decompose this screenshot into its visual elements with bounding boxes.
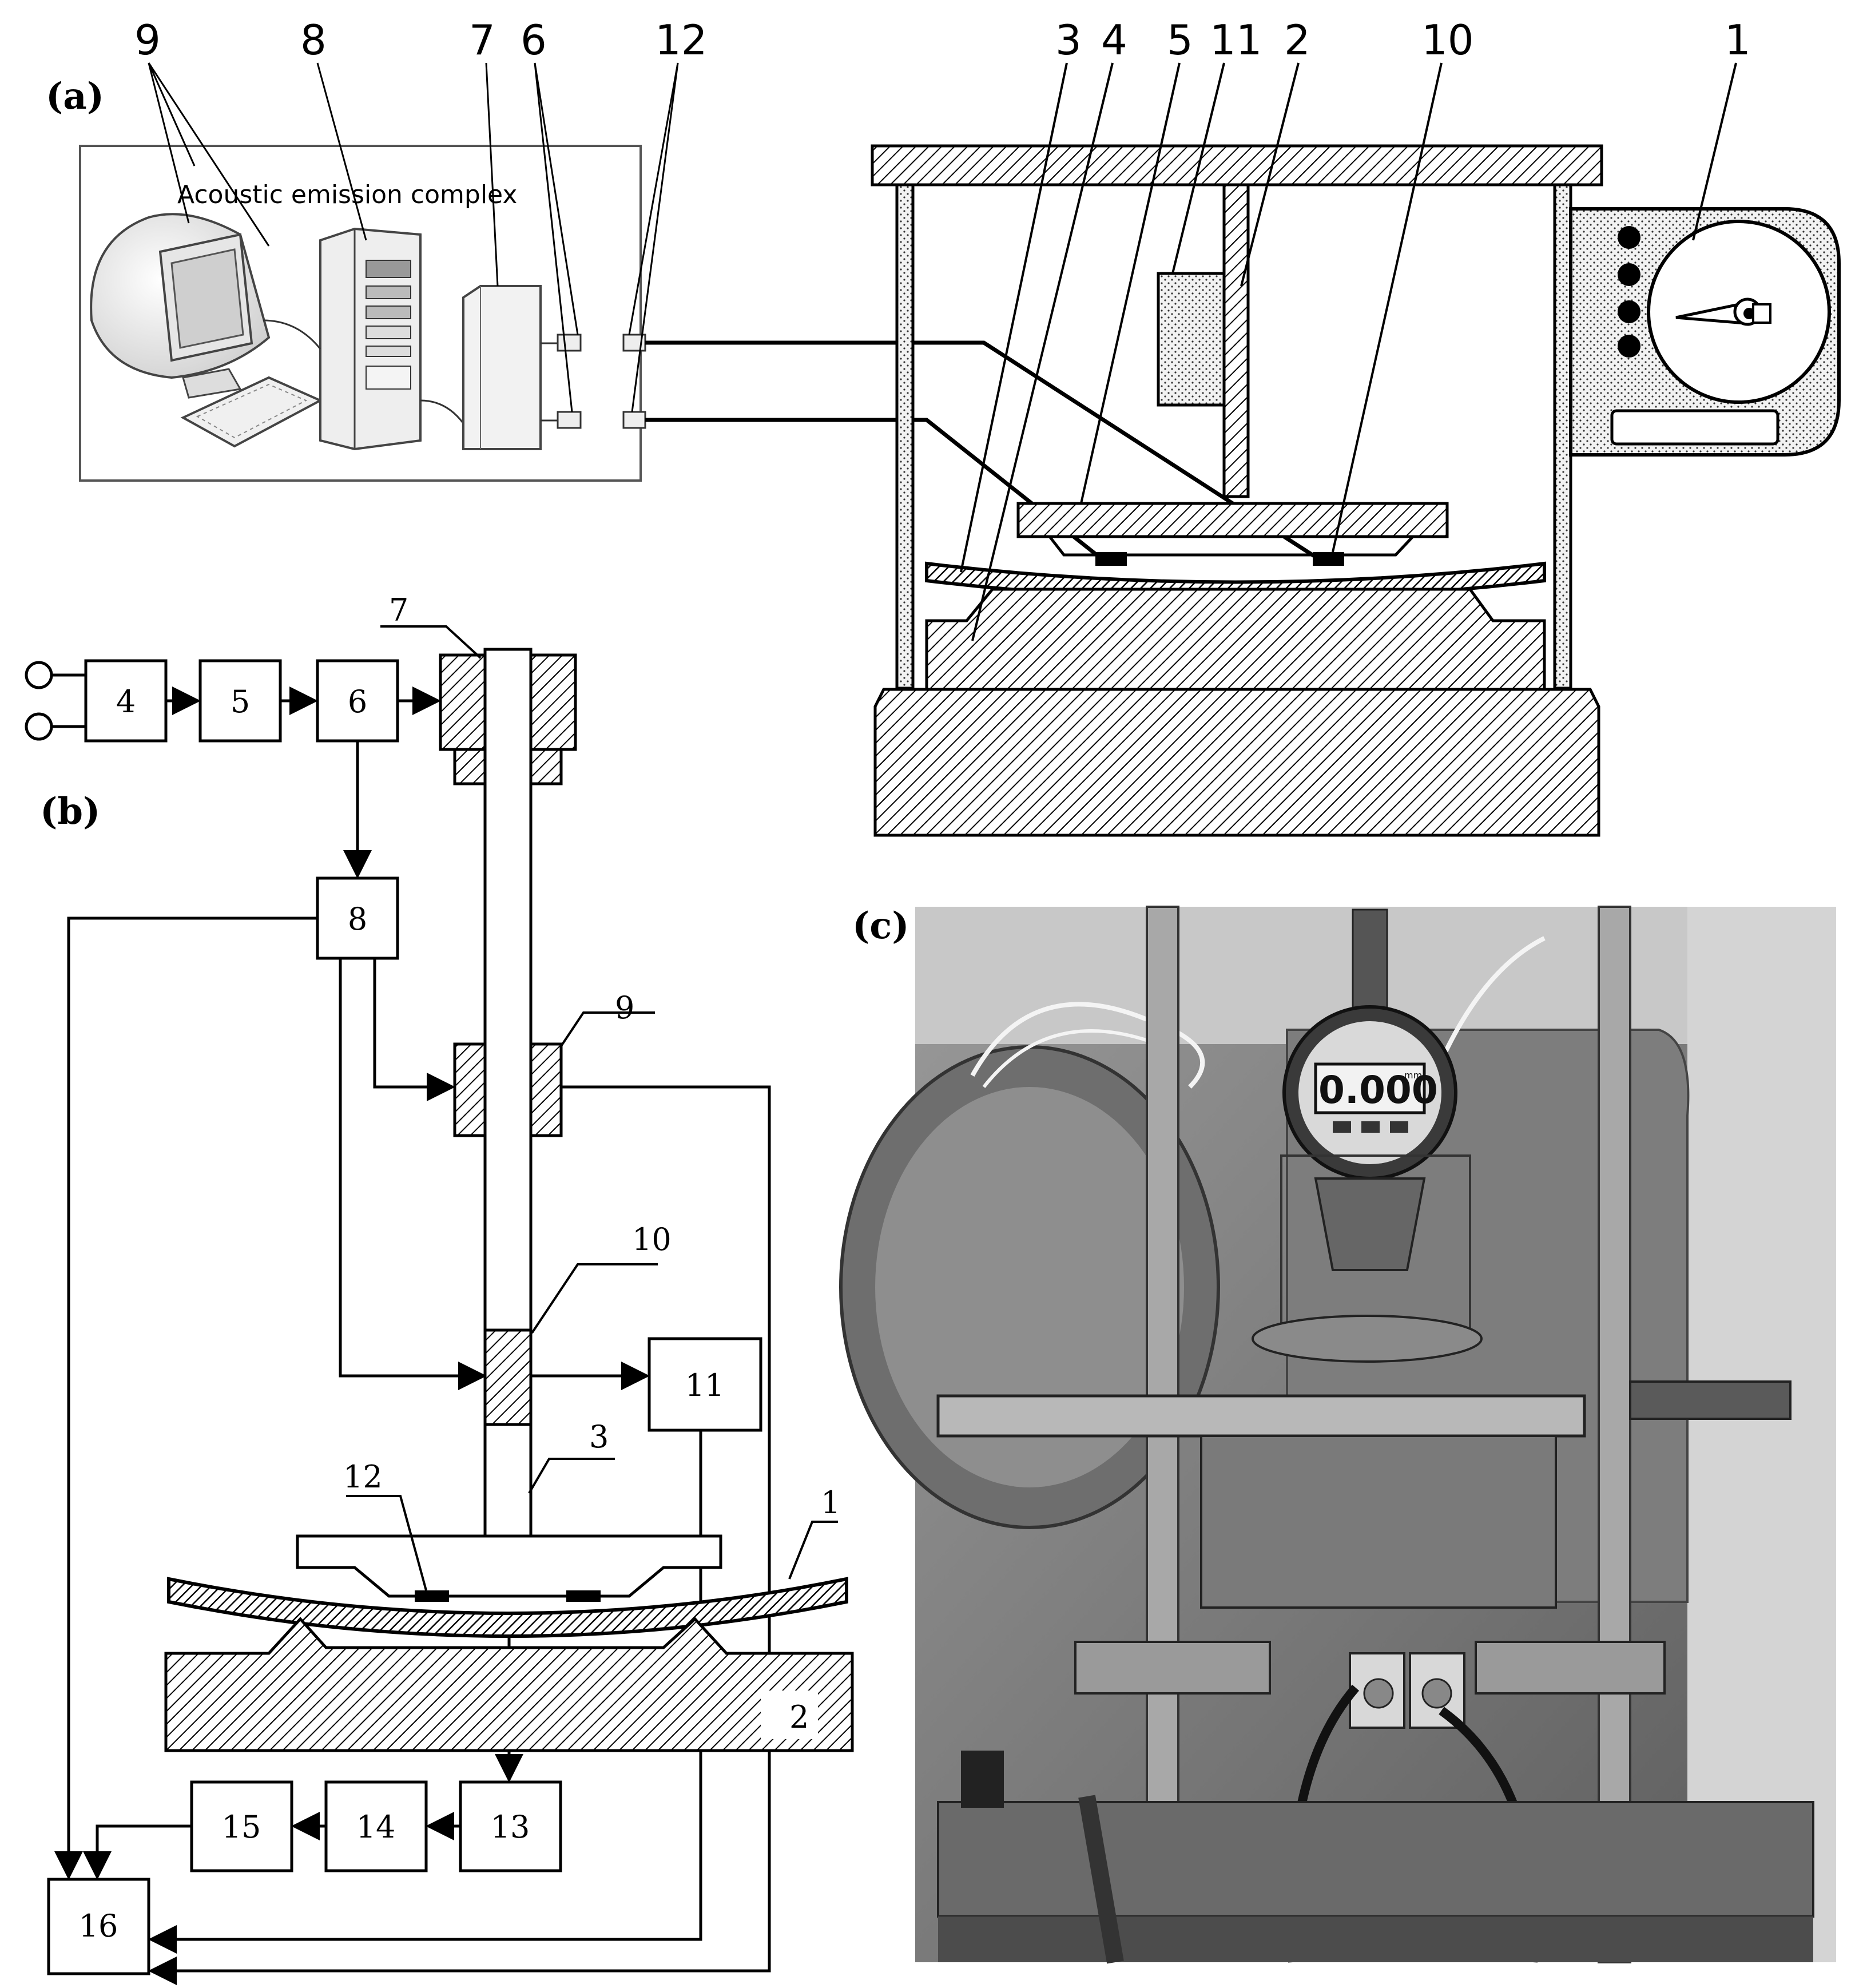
photo-rod-right	[1598, 906, 1631, 1963]
block-13	[459, 1780, 562, 1872]
panel-a: (a) 9 8 7 6 12 3 4 5 11 2 10 1 Acoustic …	[46, 16, 1841, 837]
block-16-label: 16	[79, 1908, 118, 1944]
block-11-label: 11	[685, 1367, 725, 1403]
block-13-label: 13	[491, 1809, 530, 1845]
callout-2: 2	[1284, 16, 1310, 64]
lower-support	[925, 588, 1546, 691]
input-terminal-top	[25, 661, 53, 689]
block-16	[47, 1878, 150, 1975]
callout-8: 8	[300, 16, 327, 64]
signal-arrows	[54, 687, 771, 1985]
callout-b-1: 1	[821, 1485, 840, 1521]
panel-c: (c) 0.000 mm	[839, 904, 1836, 1964]
panel-b-callouts: 7 9 10 3 12 1 2	[343, 592, 840, 1735]
base-2-label-bg	[761, 1691, 818, 1739]
callout-b-12: 12	[343, 1459, 383, 1495]
machine-base	[873, 688, 1600, 837]
callout-12: 12	[655, 16, 708, 64]
block-15	[190, 1780, 293, 1872]
loading-rod-2	[1222, 183, 1250, 498]
block-8	[316, 876, 399, 960]
element-7-foot-left	[453, 748, 487, 785]
pc-cable	[420, 399, 464, 424]
element-9-right	[529, 1042, 563, 1137]
upper-punch-legs	[1048, 535, 1414, 557]
element-10	[483, 1328, 533, 1426]
indicator-display	[1314, 1062, 1426, 1114]
callout-9: 9	[134, 16, 161, 64]
panel-b-leader-lines	[346, 625, 838, 1591]
ae-sensor-right	[1313, 552, 1344, 566]
element-7-foot-right	[529, 748, 563, 785]
callout-3: 3	[1055, 16, 1082, 64]
panel-a-leader-lines	[148, 62, 679, 412]
machine-leader-lines	[960, 62, 1737, 641]
photo-beam	[936, 1394, 1586, 1438]
punch-b	[296, 1534, 722, 1598]
panel-c-label: (c)	[852, 904, 909, 947]
callout-5: 5	[1167, 16, 1193, 64]
block-14-label: 14	[356, 1809, 396, 1845]
callout-11: 11	[1210, 16, 1262, 64]
indicator-unit: mm	[1404, 1070, 1422, 1081]
monitor-icon	[90, 213, 271, 399]
block-6-label: 6	[348, 684, 367, 720]
computer-tower-icon	[319, 227, 422, 451]
callout-7: 7	[469, 16, 495, 64]
panel-b: (b) 4 5 6 8 11 13 14 15 16	[25, 592, 854, 1985]
callout-b-9: 9	[615, 990, 634, 1026]
element-9-left	[453, 1042, 487, 1137]
block-4	[84, 659, 168, 743]
block-8-label: 8	[348, 901, 367, 937]
callout-6: 6	[521, 16, 547, 64]
right-column	[1553, 183, 1572, 690]
indicator-reading: 0.000	[1318, 1068, 1438, 1112]
block-diagram	[47, 659, 762, 1975]
block-5-label: 5	[231, 684, 250, 720]
testing-machine	[871, 144, 1841, 837]
panel-a-label: (a)	[46, 75, 104, 118]
panel-a-callouts: 9 8 7 6 12 3 4 5 11 2 10 1	[134, 16, 1751, 64]
block-labels: 4 5 6 8 11 13 14 15 16	[79, 684, 725, 1944]
base-2	[164, 1617, 854, 1752]
callout-b-3: 3	[589, 1419, 609, 1455]
dial-dots	[1618, 226, 1640, 358]
upper-punch-plate	[1016, 502, 1449, 538]
callout-4: 4	[1101, 16, 1127, 64]
callout-b-7: 7	[389, 592, 408, 628]
test-rig-photo: 0.000 mm	[839, 906, 1836, 1964]
input-terminal-bottom	[25, 712, 53, 741]
panel-b-label: (b)	[40, 790, 100, 833]
callout-b-10: 10	[632, 1221, 672, 1257]
block-11	[648, 1337, 762, 1432]
block-15-label: 15	[222, 1809, 261, 1845]
monitor-cable	[263, 319, 321, 350]
element-7-left	[439, 653, 487, 751]
block-4-label: 4	[116, 684, 136, 720]
dial-display-slot	[1610, 409, 1779, 446]
callout-10: 10	[1421, 16, 1474, 64]
sensor-b-left	[415, 1590, 449, 1602]
sensor-b-right	[566, 1590, 601, 1602]
ae-sensor-left	[1095, 552, 1127, 566]
specimen-b	[167, 1577, 848, 1638]
acoustic-emission-title: Acoustic emission complex	[177, 180, 517, 209]
left-column	[895, 183, 915, 690]
indicator-block-11	[1157, 272, 1226, 407]
amplifier-unit	[462, 285, 542, 450]
callout-1: 1	[1725, 16, 1751, 64]
block-5	[198, 659, 282, 743]
top-crossbar	[871, 144, 1603, 187]
element-7-right	[529, 653, 577, 751]
callout-b-2: 2	[789, 1699, 809, 1735]
